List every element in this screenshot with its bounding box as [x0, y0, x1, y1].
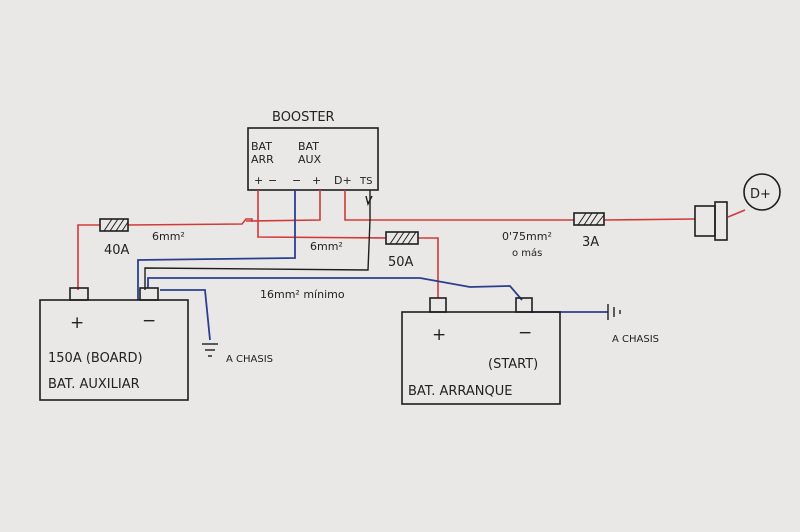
blue-wire-ground-16mm [147, 277, 523, 301]
d-plus-label: D+ [750, 187, 771, 202]
blue-wire-booster-minus [137, 190, 296, 300]
red-wire-booster-aux-plus [245, 190, 321, 222]
fuse-3a [573, 212, 605, 226]
fuse-50a-label: 50A [388, 255, 414, 270]
fuse-50a [385, 231, 419, 245]
booster-terminal-arr-plus: + [254, 174, 263, 187]
aux-battery-plus: + [70, 313, 84, 333]
aux-battery-minus-post [139, 287, 159, 301]
start-ground-symbol [607, 304, 621, 320]
aux-ground-symbol [202, 343, 218, 357]
booster-bat-arr-line1: BAT [251, 140, 272, 153]
black-arrow-ts [365, 195, 373, 207]
black-wires [144, 190, 373, 290]
aux-ground-label: A CHASIS [226, 354, 273, 365]
red-wire-to-d-label [727, 209, 746, 218]
fuse-40a [99, 218, 129, 232]
fuse-3a-label: 3A [582, 235, 599, 250]
aux-battery [39, 287, 189, 401]
booster-terminal-aux-plus: + [312, 174, 321, 187]
red-wire-d-plus [344, 190, 574, 221]
booster-bat-arr-line2: ARR [251, 153, 274, 166]
start-ground-label: A CHASIS [612, 334, 659, 345]
start-battery [401, 297, 561, 405]
start-battery-plus: + [432, 325, 446, 345]
red-wire-aux-to-booster [127, 218, 253, 226]
fuse-40a-label: 40A [104, 243, 130, 258]
cable-ground-label: 16mm² mínimo [260, 288, 345, 301]
red-wire-booster-arr-plus [257, 190, 387, 239]
booster-terminal-aux-minus: − [292, 174, 301, 187]
red-wire-aux-plus [77, 224, 100, 290]
cable-start-label: 6mm² [310, 240, 343, 253]
black-wire-ts [144, 190, 371, 290]
booster-terminal-d-plus: D+ [334, 174, 352, 187]
start-battery-minus: − [518, 323, 532, 343]
aux-battery-line1: 150A (BOARD) [48, 351, 143, 366]
cable-d-label-line1: 0'75mm² [502, 230, 552, 243]
booster-bat-aux-line1: BAT [298, 140, 319, 153]
booster-terminal-arr-minus: − [268, 174, 277, 187]
aux-battery-box [39, 299, 189, 401]
booster-bat-aux-line2: AUX [298, 153, 322, 166]
blue-wire-aux-ground [160, 289, 211, 341]
start-battery-line2: BAT. ARRANQUE [408, 384, 512, 399]
red-wire-start-plus [418, 237, 439, 298]
start-battery-minus-post [515, 297, 533, 313]
booster-box [247, 127, 379, 191]
booster-title: BOOSTER [272, 110, 335, 125]
cable-aux-label: 6mm² [152, 230, 185, 243]
start-battery-line1: (START) [488, 357, 538, 372]
d-plus-circle [743, 173, 781, 211]
blue-wires [137, 190, 608, 341]
red-wires [77, 190, 746, 298]
start-battery-box [401, 311, 561, 405]
aux-battery-plus-post [69, 287, 89, 301]
aux-battery-minus: − [142, 311, 156, 331]
booster-terminal-ts: TS [359, 176, 372, 187]
cable-d-label-line2: o más [512, 247, 542, 259]
red-wire-to-lamp [603, 218, 696, 221]
start-battery-plus-post [429, 297, 447, 313]
aux-battery-line2: BAT. AUXILIAR [48, 377, 140, 392]
d-plus-lamp [694, 201, 728, 241]
